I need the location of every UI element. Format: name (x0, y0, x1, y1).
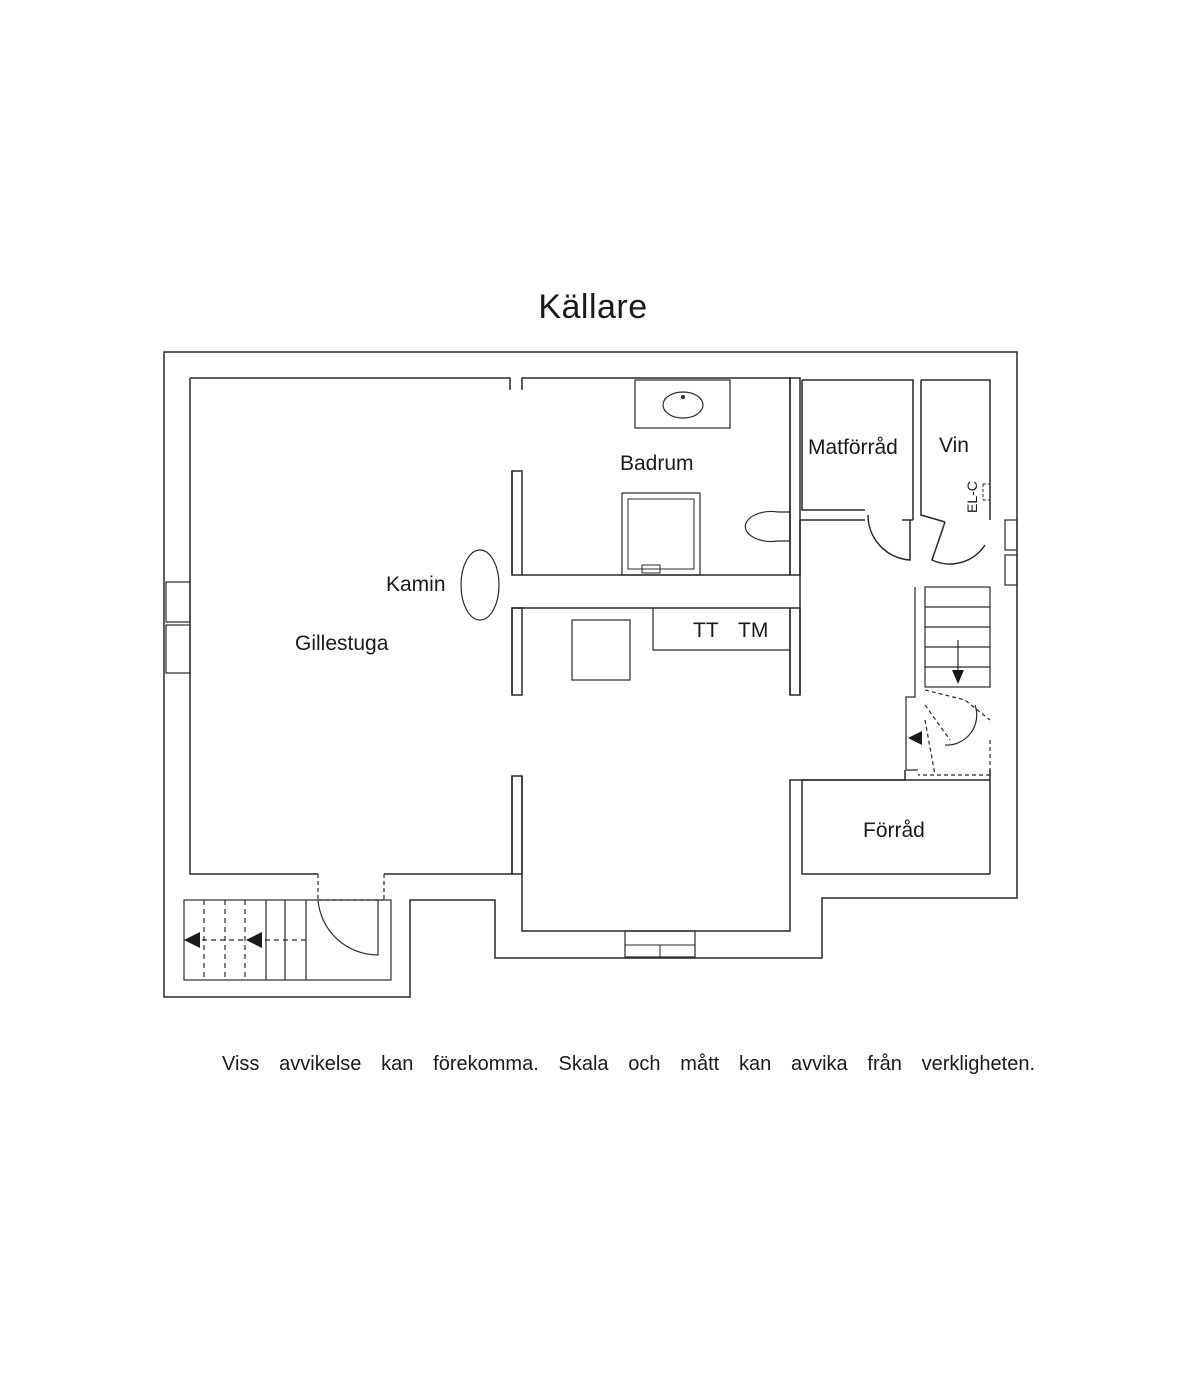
matforrad-door (867, 514, 911, 561)
sauna-unit (571, 619, 631, 681)
el-c-box (982, 483, 990, 501)
bath-east-wall (789, 377, 801, 576)
bath-counter (634, 379, 731, 429)
label-badrum: Badrum (620, 452, 694, 475)
label-el-c: EL-C (964, 481, 980, 513)
disclaimer-text: Viss avvikelse kan förekomma. Skala och … (222, 1053, 1035, 1075)
label-vin: Vin (939, 434, 969, 457)
window-west-1 (165, 581, 191, 623)
sink-icon (662, 391, 704, 419)
window-west-2 (165, 624, 191, 674)
label-tm: TM (738, 619, 768, 642)
outer-wall (163, 351, 1018, 998)
forrad-wall (801, 770, 991, 875)
hall-wall (521, 519, 906, 932)
toilet-icon (744, 510, 791, 543)
staircase-east (905, 586, 991, 776)
vin-door (931, 521, 986, 565)
stair-arrow-east-left (908, 731, 922, 745)
label-kamin: Kamin (386, 573, 446, 596)
window-east-1 (1004, 519, 1018, 551)
partition-wall (511, 470, 523, 576)
stair-arrow-east-down (952, 670, 964, 684)
label-tt: TT (693, 619, 719, 642)
matforrad-wall (801, 379, 914, 521)
stair-arrow-west-1 (184, 932, 200, 948)
window-east-2 (1004, 554, 1018, 586)
kamin-icon (460, 549, 500, 621)
shower-icon (621, 492, 701, 576)
staircase-west (183, 874, 392, 981)
label-gillestuga: Gillestuga (295, 632, 389, 655)
partition-wall-south (511, 775, 523, 875)
label-matforrad: Matförråd (808, 436, 898, 459)
label-forrad: Förråd (863, 819, 925, 842)
plan-title: Källare (538, 288, 648, 326)
partition-wall-lower (511, 607, 523, 696)
stair-arrow-west-2 (246, 932, 262, 948)
vin-wall (920, 379, 991, 523)
laundry-counter (652, 608, 790, 651)
hall-wall-east (789, 607, 801, 696)
